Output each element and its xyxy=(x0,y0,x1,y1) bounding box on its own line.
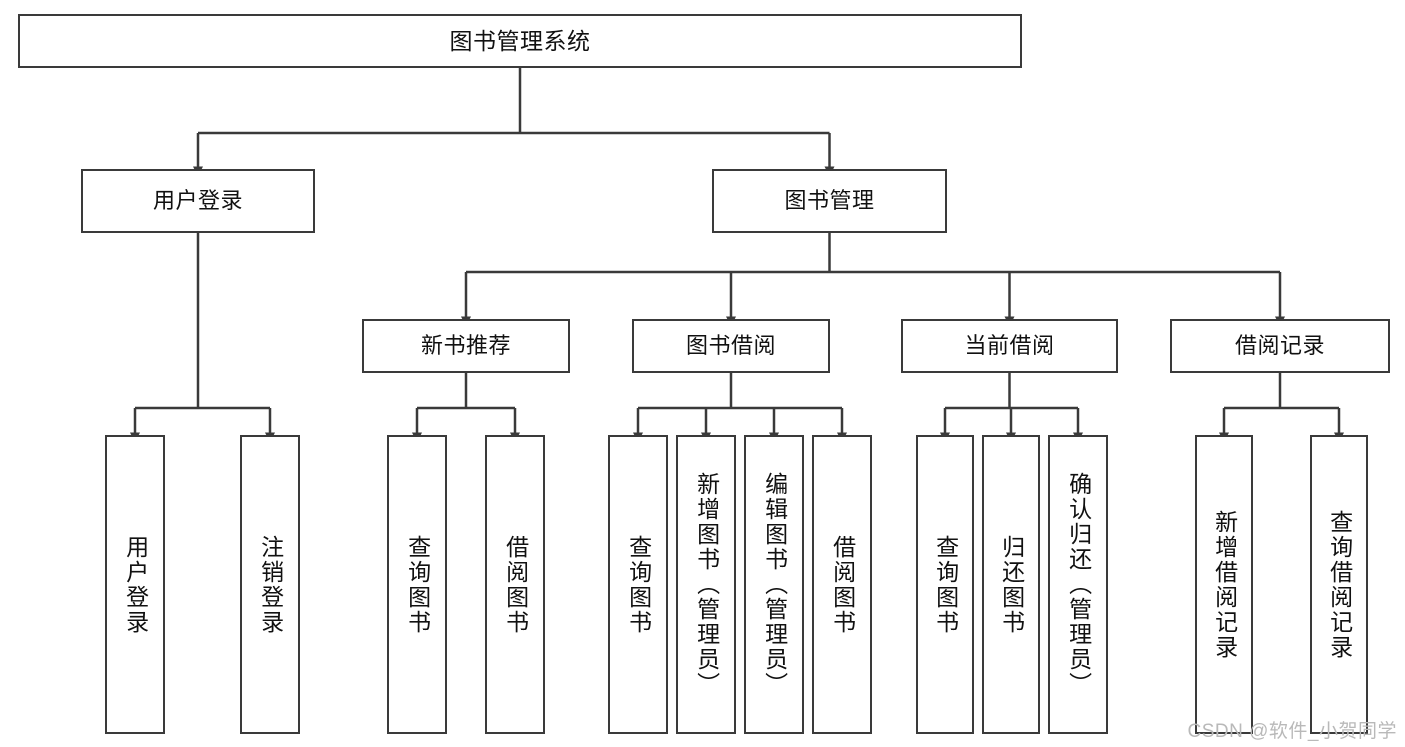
node-n-query[interactable]: 查询图书 xyxy=(387,435,447,734)
node-records[interactable]: 借阅记录 xyxy=(1170,319,1390,373)
node-n-borrow[interactable]: 借阅图书 xyxy=(485,435,545,734)
watermark: CSDN @软件_小贺同学 xyxy=(1187,721,1397,742)
node-label: 查询图书 xyxy=(932,534,959,635)
node-c-query[interactable]: 查询图书 xyxy=(916,435,974,734)
node-label: 图书管理 xyxy=(784,188,875,214)
node-b-edit[interactable]: 编辑图书（管理员） xyxy=(744,435,804,734)
node-label: 归还图书 xyxy=(998,534,1025,635)
node-label: 用户登录 xyxy=(122,534,149,635)
node-label: 编辑图书（管理员） xyxy=(761,472,788,697)
node-r-query[interactable]: 查询借阅记录 xyxy=(1310,435,1368,734)
node-label: 借阅图书 xyxy=(829,534,856,635)
node-b-borrow[interactable]: 借阅图书 xyxy=(812,435,872,734)
tree-connectors xyxy=(130,68,1344,443)
node-label: 查询图书 xyxy=(404,534,431,635)
node-label: 用户登录 xyxy=(152,188,243,214)
node-borrow[interactable]: 图书借阅 xyxy=(632,319,830,373)
node-label: 当前借阅 xyxy=(964,333,1055,359)
node-c-return[interactable]: 归还图书 xyxy=(982,435,1040,734)
node-label: 新书推荐 xyxy=(420,333,511,359)
node-label: 借阅记录 xyxy=(1234,333,1325,359)
node-r-add[interactable]: 新增借阅记录 xyxy=(1195,435,1253,734)
node-newbook[interactable]: 新书推荐 xyxy=(362,319,570,373)
node-label: 图书管理系统 xyxy=(449,27,591,54)
node-l-logout[interactable]: 注销登录 xyxy=(240,435,300,734)
node-label: 查询借阅记录 xyxy=(1326,509,1353,660)
node-b-query[interactable]: 查询图书 xyxy=(608,435,668,734)
node-label: 查询图书 xyxy=(625,534,652,635)
node-bookmgmt[interactable]: 图书管理 xyxy=(712,169,947,233)
node-current[interactable]: 当前借阅 xyxy=(901,319,1118,373)
node-c-confirm[interactable]: 确认归还（管理员） xyxy=(1048,435,1108,734)
node-login[interactable]: 用户登录 xyxy=(81,169,315,233)
node-label: 新增图书（管理员） xyxy=(693,472,720,697)
node-label: 借阅图书 xyxy=(502,534,529,635)
node-root[interactable]: 图书管理系统 xyxy=(18,14,1022,68)
node-label: 确认归还（管理员） xyxy=(1065,472,1092,697)
node-b-add[interactable]: 新增图书（管理员） xyxy=(676,435,736,734)
node-label: 注销登录 xyxy=(257,534,284,635)
node-label: 新增借阅记录 xyxy=(1211,509,1238,660)
node-label: 图书借阅 xyxy=(685,333,776,359)
node-l-login[interactable]: 用户登录 xyxy=(105,435,165,734)
